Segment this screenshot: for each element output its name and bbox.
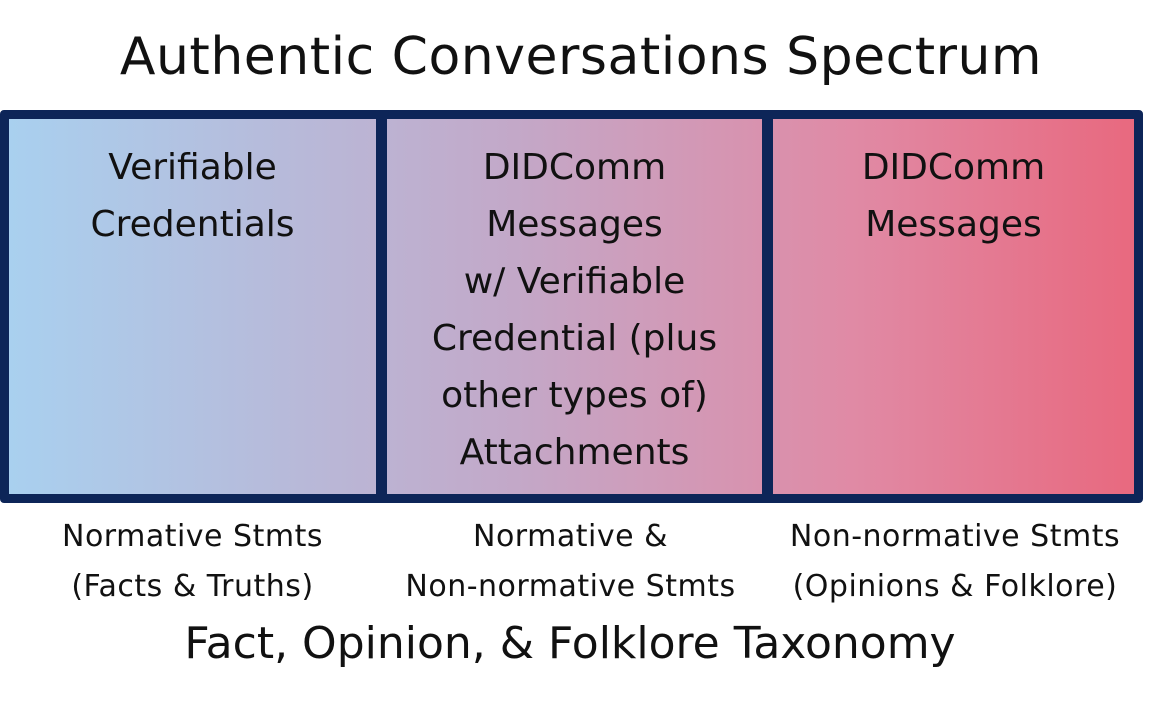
diagram-title: Authentic Conversations Spectrum — [119, 27, 1043, 87]
column-heading-didcomm-with-attachments: DIDComm Messages w/ Verifiable Credentia… — [431, 147, 718, 473]
spectrum-box: Verifiable Credentials DIDComm Messages … — [0, 110, 1143, 503]
column-caption-normative: Normative Stmts (Facts & Truths) — [62, 519, 323, 604]
column-divider — [376, 119, 387, 494]
column-divider — [762, 119, 773, 494]
column-heading-didcomm-messages: DIDComm Messages — [861, 147, 1046, 245]
column-heading-verifiable-credentials: Verifiable Credentials — [90, 147, 295, 245]
column-caption-non-normative: Non-normative Stmts (Opinions & Folklore… — [789, 519, 1121, 604]
taxonomy-footer: Fact, Opinion, & Folklore Taxonomy — [184, 618, 956, 669]
column-caption-mixed: Normative & Non-normative Stmts — [405, 519, 736, 604]
